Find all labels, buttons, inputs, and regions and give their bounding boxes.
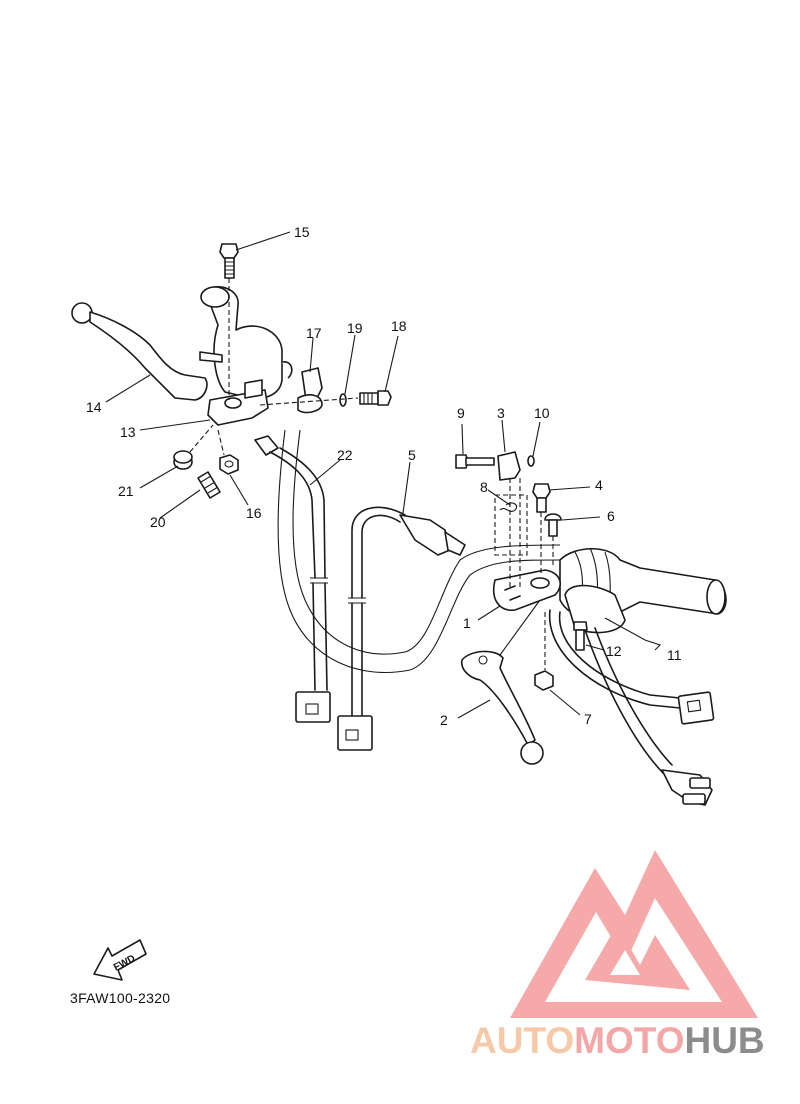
callout-22: 22 (337, 447, 353, 463)
leader-lines (105, 231, 662, 719)
callout-labels: 1 2 3 4 5 6 7 8 9 10 11 12 13 14 15 16 1… (86, 224, 682, 728)
switch-3 (497, 451, 521, 481)
bolt-12 (573, 621, 588, 651)
lever-holder-1 (493, 569, 561, 611)
fwd-arrow-icon: FWD (93, 939, 147, 981)
callout-14: 14 (86, 399, 102, 415)
callout-11: 11 (667, 647, 682, 663)
callout-12: 12 (606, 643, 622, 659)
nut-7 (534, 670, 554, 691)
callout-16: 16 (246, 505, 262, 521)
bolt-20 (197, 471, 221, 499)
callout-20: 20 (150, 514, 166, 530)
screw-6 (544, 513, 562, 537)
brake-lever-2 (460, 650, 544, 765)
clutch-lever-14 (71, 302, 208, 401)
cap-21 (173, 450, 193, 470)
nut-16 (219, 454, 239, 475)
bolt-15 (219, 243, 239, 400)
switch-harness (548, 609, 715, 806)
spring-8 (494, 494, 528, 556)
callout-13: 13 (120, 424, 136, 440)
washer-19 (339, 393, 347, 407)
bolt-9 (455, 454, 495, 469)
callout-3: 3 (497, 405, 505, 421)
bolt-4 (532, 483, 551, 513)
callout-1: 1 (463, 615, 471, 631)
master-cylinder (199, 286, 293, 426)
brand-part-hub: HUB (684, 1020, 765, 1061)
holder-17 (297, 367, 323, 414)
drawing-code: 3FAW100-2320 (70, 990, 171, 1006)
callout-8: 8 (480, 479, 488, 495)
callout-9: 9 (457, 405, 465, 421)
cable-22 (254, 435, 331, 723)
callout-19: 19 (347, 320, 363, 336)
cable-5 (337, 506, 466, 751)
callout-10: 10 (534, 405, 550, 421)
handlebar (277, 429, 561, 674)
callout-18: 18 (391, 318, 407, 334)
callout-7: 7 (584, 711, 592, 727)
watermark-brand-text: AUTOMOTOHUB (470, 1020, 765, 1062)
callout-2: 2 (440, 712, 448, 728)
brand-part-moto: MOTO (574, 1020, 685, 1061)
callout-21: 21 (118, 483, 134, 499)
watermark-logo (510, 850, 758, 1018)
callout-17: 17 (306, 325, 322, 341)
washer-10 (527, 455, 535, 467)
bolt-18 (359, 390, 392, 406)
callout-15: 15 (294, 224, 310, 240)
callout-4: 4 (595, 477, 603, 493)
brand-part-auto: AUTO (470, 1020, 575, 1061)
callout-5: 5 (408, 447, 416, 463)
callout-6: 6 (607, 508, 615, 524)
